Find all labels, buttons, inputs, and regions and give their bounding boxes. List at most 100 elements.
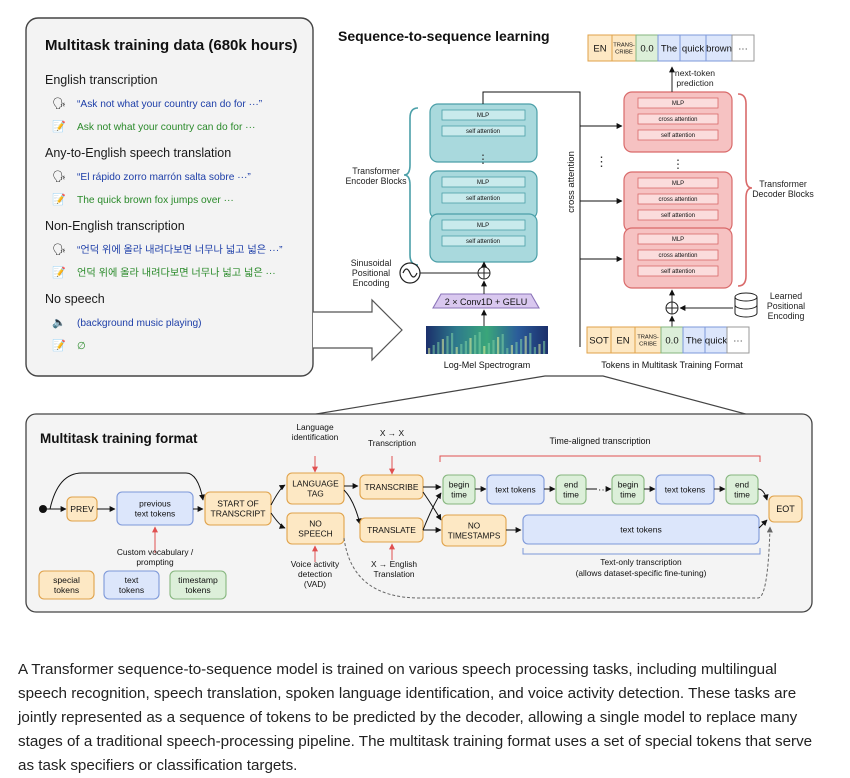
token-label: quick	[705, 335, 727, 346]
self-attention-label: self attention	[466, 129, 500, 135]
memo-icon: 📝	[52, 193, 66, 206]
token-label: quick	[682, 43, 704, 54]
cross-attention-label: cross attention	[658, 197, 697, 203]
transcript-output-text: The quick brown fox jumps over ···	[77, 195, 234, 206]
legend-special	[38, 570, 95, 600]
self-attention-label: self attention	[661, 269, 695, 275]
audio-input-text: “El rápido zorro marrón salta sobre ···”	[77, 172, 251, 183]
svg-text:⋮: ⋮	[672, 157, 684, 171]
text-only-bracket	[522, 548, 761, 555]
conv-label: 2 × Conv1D + GELU	[445, 297, 528, 307]
prev-token-label: PREV	[70, 504, 94, 514]
multitask-format-panel	[25, 413, 813, 613]
token-label: EN	[616, 335, 629, 346]
mlp-label: MLP	[672, 101, 684, 107]
speaking-head-icon: 🗣	[52, 243, 66, 256]
token-label: The	[686, 335, 702, 346]
audio-input-text: “언덕 위에 올라 내려다보면 너무나 넓고 넓은 ···”	[77, 243, 283, 256]
mlp-label: MLP	[477, 180, 489, 186]
token-cell	[586, 326, 612, 354]
eot-token-label: EOT	[776, 504, 795, 514]
text-only-tokens	[522, 514, 760, 545]
audio-input-text: (background music playing)	[77, 318, 202, 329]
token-label: SOT	[589, 335, 609, 346]
token-label: ···	[738, 43, 748, 54]
eot-token	[768, 495, 803, 523]
language-tag-token	[286, 472, 345, 505]
svg-text:⋮: ⋮	[595, 154, 608, 169]
conv-block	[432, 293, 540, 309]
format-title: Multitask training format	[40, 431, 198, 446]
mlp-label: MLP	[672, 181, 684, 187]
start-of-transcript-token	[204, 491, 272, 526]
encoder-brace	[403, 107, 419, 266]
time-aligned-label: Time-aligned transcription	[550, 436, 651, 446]
text-only-label: Text-only transcription(allows dataset-s…	[576, 557, 707, 578]
svg-text:⋮: ⋮	[477, 152, 489, 166]
custom-vocab-label: Custom vocabulary /prompting	[117, 547, 194, 567]
memo-icon: 📝	[52, 339, 66, 352]
cross-attention-side-label: cross attention	[566, 151, 577, 213]
token-cell	[610, 326, 636, 354]
audio-input-text: “Ask not what your country can do for ··…	[77, 99, 263, 110]
token-label: EN	[593, 43, 606, 54]
section-heading: Non-English transcription	[45, 219, 185, 233]
token-cell	[726, 326, 750, 354]
transcript-output-text: Ask not what your country can do for ···	[77, 122, 255, 133]
memo-icon: 📝	[52, 120, 66, 133]
decoder-brace	[737, 93, 753, 287]
self-attention-label: self attention	[466, 239, 500, 245]
input-tokens-label: Tokens in Multitask Training Format	[601, 360, 743, 370]
token-cell	[679, 34, 707, 62]
mlp-label: MLP	[672, 237, 684, 243]
transcript-output-text: 언덕 위에 올라 내려다보면 너무나 넓고 넓은 ···	[77, 266, 276, 279]
token-label: The	[661, 43, 677, 54]
text-only-tokens-label: text tokens	[620, 525, 662, 535]
transcribe-token-label: TRANSCRIBE	[365, 482, 419, 492]
token-label: 0.0	[665, 335, 678, 346]
speaking-head-icon: 🗣	[52, 170, 66, 183]
figure-caption: A Transformer sequence-to-sequence model…	[18, 661, 813, 775]
speaking-head-icon: 🗣	[52, 97, 66, 110]
section-heading: Any-to-English speech translation	[45, 146, 231, 160]
legend-timestamp	[169, 570, 227, 600]
self-attention-label: self attention	[466, 196, 500, 202]
token-label: ···	[733, 335, 743, 346]
transcript-output-text: ∅	[77, 341, 86, 352]
mlp-label: MLP	[477, 113, 489, 119]
panel-to-model-arrow	[313, 298, 403, 362]
section-heading: No speech	[45, 292, 105, 306]
token-cell	[731, 34, 755, 62]
multitask-data-panel: Multitask training data (680k hours) Eng…	[25, 17, 314, 377]
token-label: TRANS-CRIBE	[613, 43, 635, 56]
speaker-icon: 🔈	[52, 317, 66, 329]
translate-token-label: TRANSLATE	[367, 525, 416, 535]
text-tokens-token-label: text tokens	[495, 484, 536, 494]
token-cell	[634, 326, 662, 354]
self-attention-label: self attention	[661, 133, 695, 139]
self-attention-label: self attention	[661, 213, 695, 219]
memo-icon: 📝	[52, 266, 66, 279]
